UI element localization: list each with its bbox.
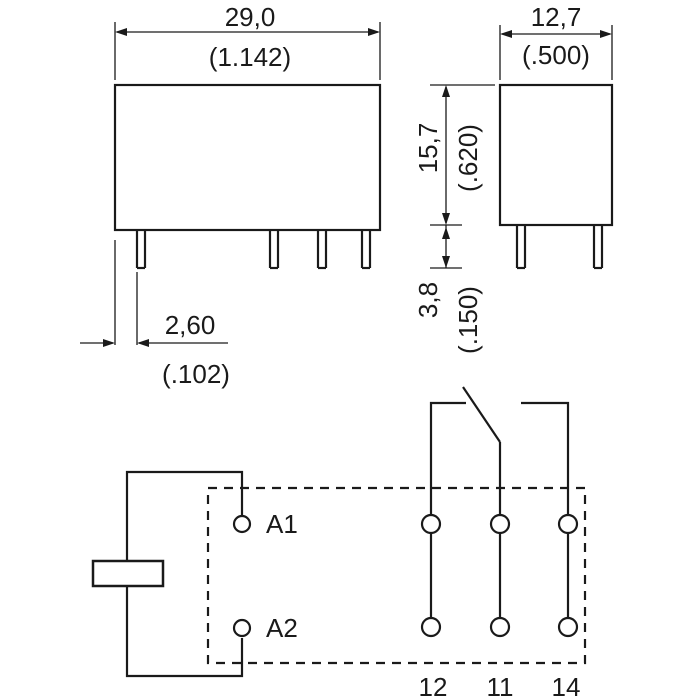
terminal-12-upper: [420, 513, 442, 535]
pin-length-mm-label: 3,8: [413, 282, 443, 318]
terminal-11-label: 11: [487, 672, 514, 700]
contact-12-wire: [429, 401, 466, 515]
contact-switch-blade: [462, 386, 501, 443]
terminal-11: [489, 616, 511, 638]
terminal-14-label: 14: [552, 672, 581, 700]
width-mm-label: 12,7: [531, 2, 582, 32]
terminal-12: [420, 616, 442, 638]
height-dimension: 15,7 (.620) 3,8 (.150): [413, 84, 495, 354]
pin-offset-dimension: 2,60 (.102): [80, 240, 230, 389]
terminal-a1: [232, 514, 252, 534]
side-view: [498, 83, 614, 270]
width-dimension: 12,7 (.500): [499, 2, 613, 80]
length-mm-label: 29,0: [225, 2, 276, 32]
side-view-body: [498, 83, 614, 227]
wiring-schematic: A1 A2 12 11 14: [91, 386, 587, 700]
front-view-body: [113, 83, 382, 232]
length-dimension: 29,0 (1.142): [114, 2, 381, 80]
pin-offset-inch-label: (.102): [162, 359, 230, 389]
relay-housing-outline: [206, 486, 587, 665]
pin-length-inch-label: (.150): [453, 286, 483, 354]
coil-symbol: [91, 559, 165, 588]
terminal-a1-label: A1: [266, 509, 298, 539]
height-inch-label: (.620): [453, 124, 483, 192]
terminal-12-label: 12: [419, 672, 448, 700]
terminal-a2-label: A2: [266, 613, 298, 643]
terminal-14-upper: [557, 513, 579, 535]
length-inch-label: (1.142): [209, 42, 291, 72]
pin-offset-mm-label: 2,60: [165, 310, 216, 340]
contact-14-wire: [521, 401, 570, 515]
terminal-11-upper: [489, 513, 511, 535]
terminal-a2: [232, 618, 252, 638]
terminal-14: [557, 616, 579, 638]
front-view: [113, 83, 382, 270]
width-inch-label: (.500): [522, 40, 590, 70]
height-mm-label: 15,7: [413, 123, 443, 174]
